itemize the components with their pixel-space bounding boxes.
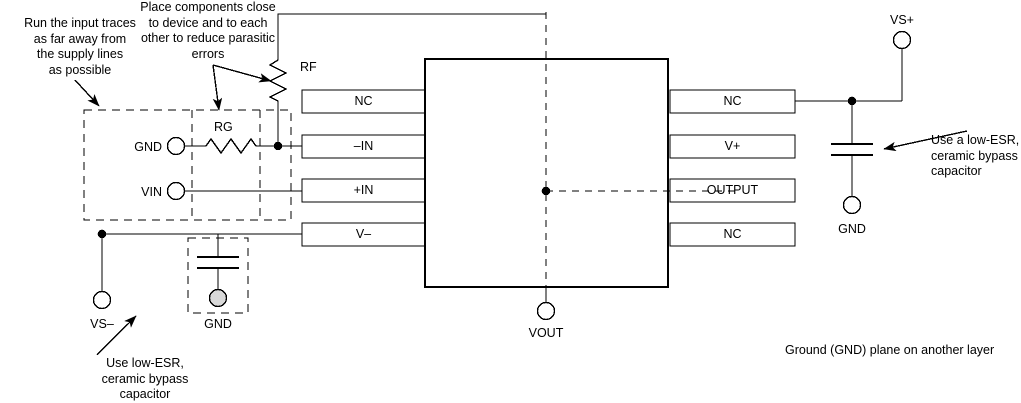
note-place-components: Place components close to device and to … (140, 0, 276, 61)
terminal-circle-vout (536, 301, 556, 321)
terminal-circle-vin (166, 181, 186, 201)
resistor-rf (268, 57, 288, 145)
terminal-label-gnd-bottom: GND (204, 317, 232, 331)
ic-center-junction-dot (541, 186, 551, 196)
resistor-rg-label: RG (214, 120, 233, 134)
terminal-label-gnd-input: GND (134, 140, 162, 154)
resistor-rf-label: RF (300, 60, 317, 74)
pin-label-right-nc-top: NC (723, 94, 742, 108)
arrow-bypass-left (96, 315, 137, 356)
pin-box-right-nc-bottom (669, 222, 796, 247)
terminal-circle-vs-minus (92, 290, 112, 310)
feedback-top-wire (277, 13, 546, 57)
inverting-node-dot (273, 141, 283, 151)
resistor-rg (185, 137, 278, 155)
pin-label-left-inminus: –IN (353, 139, 374, 153)
pin-label-right-output: OUTPUT (706, 183, 759, 197)
pin-label-left-nc: NC (354, 94, 373, 108)
terminal-circle-gnd-input (166, 136, 186, 156)
pin-label-right-vplus: V+ (724, 139, 741, 153)
arrow-place-components-rf (212, 64, 272, 83)
pin-label-left-vminus: V– (355, 227, 372, 241)
dashed-box-input-network (83, 109, 292, 221)
note-input-traces: Run the input traces as far away from th… (24, 16, 136, 77)
terminal-label-vs-plus: VS+ (890, 13, 914, 27)
arrow-place-components-rg (212, 64, 223, 111)
arrow-bypass-right (883, 130, 968, 152)
arrow-input-traces (74, 79, 100, 107)
note-bypass-right: Use a low-ESR, ceramic bypass capacitor (931, 133, 1020, 178)
terminal-circle-gnd-bottom (208, 288, 228, 308)
terminal-label-vs-minus: VS– (90, 317, 114, 331)
pin-box-left-nc (301, 89, 426, 114)
terminal-label-vout: VOUT (528, 326, 564, 340)
terminal-circle-vs-plus (892, 30, 912, 50)
note-bypass-left: Use low-ESR, ceramic bypass capacitor (101, 356, 189, 401)
pin-label-left-inplus: +IN (353, 183, 374, 197)
terminal-label-gnd-right: GND (838, 222, 866, 236)
pin-box-right-vplus (669, 134, 796, 159)
terminal-label-vin: VIN (141, 185, 162, 199)
note-ground-plane: Ground (GND) plane on another layer (785, 343, 995, 357)
pin-label-right-nc-bottom: NC (723, 227, 742, 241)
terminal-circle-gnd-right (842, 195, 862, 215)
